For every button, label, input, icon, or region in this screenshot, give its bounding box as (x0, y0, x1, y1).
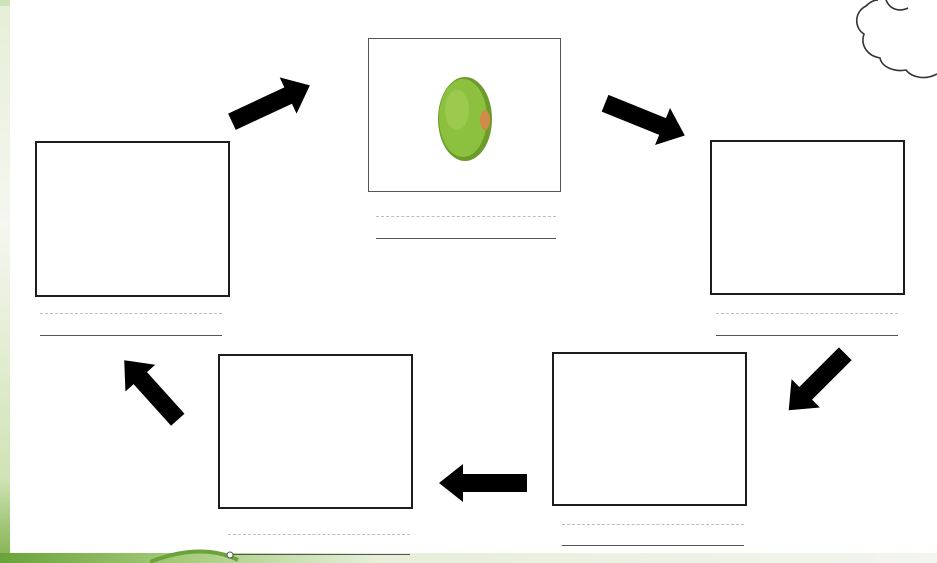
stage-box-bottom-left[interactable] (218, 354, 413, 509)
arrow-icon (124, 360, 185, 426)
arrow-icon (439, 464, 527, 502)
stage-box-center[interactable] (368, 38, 561, 192)
answer-line[interactable] (376, 238, 556, 239)
answer-line[interactable] (562, 545, 744, 546)
answer-line-dashed (376, 216, 556, 217)
arrow-icon (601, 94, 685, 146)
arrow-icon (228, 77, 310, 130)
answer-line[interactable] (716, 335, 898, 336)
answer-line-dashed (716, 313, 898, 314)
stage-box-left[interactable] (35, 141, 230, 297)
answer-line[interactable] (228, 554, 410, 555)
arrow-icon (788, 347, 852, 411)
answer-line-dashed (562, 524, 744, 525)
answer-line-dashed (40, 313, 222, 314)
cloud-icon (855, 0, 937, 79)
stage-box-right[interactable] (710, 140, 905, 295)
answer-line-dashed (228, 534, 410, 535)
leaf-border-bottom (0, 553, 937, 563)
leaf-border-left (0, 0, 10, 563)
answer-line[interactable] (40, 335, 222, 336)
vine-decoration-icon (150, 549, 239, 563)
bean-seed-icon (438, 77, 492, 161)
stage-box-bottom-right[interactable] (552, 352, 747, 506)
